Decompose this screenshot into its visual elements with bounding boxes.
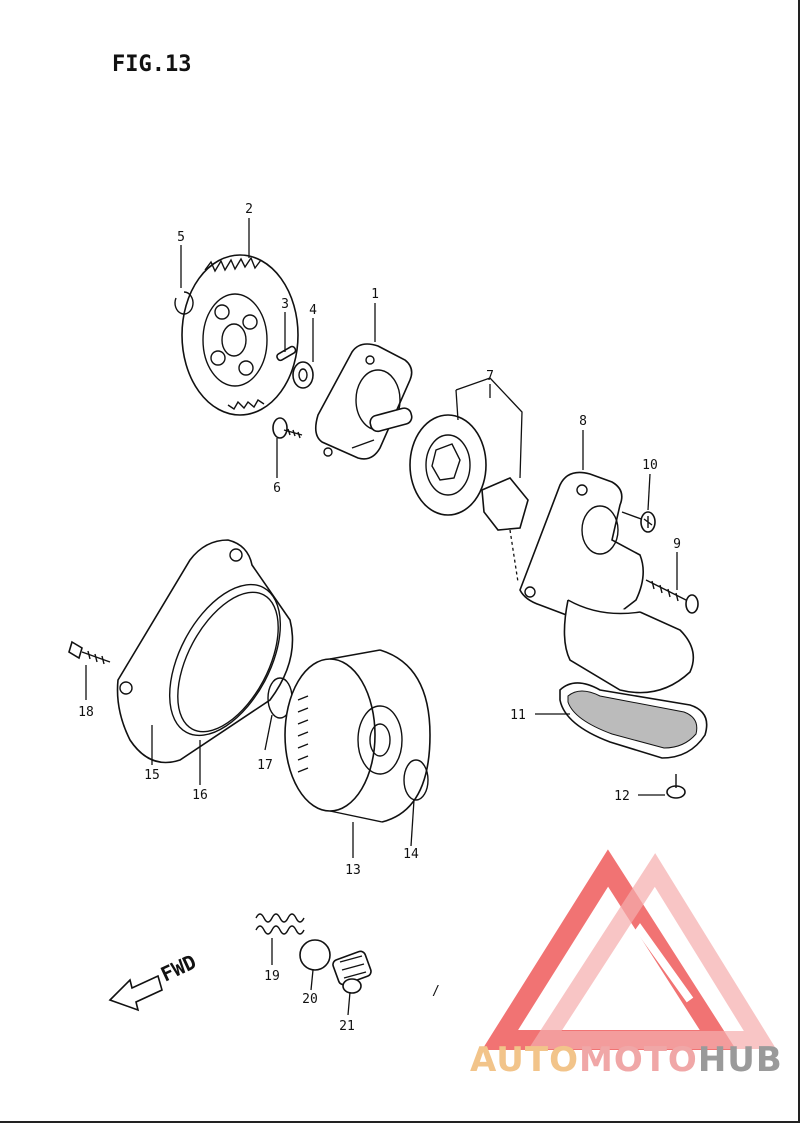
callout-10: 10 (642, 458, 658, 473)
part-21-plug (332, 950, 372, 994)
watermark-brand: AUTOMOTOHUB (470, 1040, 783, 1080)
callout-2: 2 (245, 202, 253, 217)
part-1-pump-cover (314, 343, 413, 460)
part-14-o-ring (403, 759, 429, 801)
watermark-logo (481, 849, 777, 1050)
watermark-auto: AUTO (470, 1040, 579, 1080)
part-8-pump-body (519, 471, 695, 694)
part-6-screw (272, 417, 303, 439)
callout-16: 16 (192, 788, 208, 803)
part-18-bolt (68, 640, 111, 665)
callout-18: 18 (78, 705, 94, 720)
part-19-spring (255, 913, 305, 935)
leader-lines (85, 218, 678, 1016)
part-10-screw (621, 511, 656, 533)
part-5-circlip (174, 291, 194, 315)
part-15-filter-cover (116, 539, 294, 764)
callout-13: 13 (345, 863, 361, 878)
callout-5: 5 (177, 230, 185, 245)
part-9-bolt (645, 579, 699, 614)
part-11-strainer (559, 682, 708, 759)
callout-11: 11 (510, 708, 526, 723)
part-16-o-ring (168, 583, 282, 737)
callout-9: 9 (673, 537, 681, 552)
figure-title: FIG.13 (112, 52, 192, 77)
callout-7: 7 (486, 369, 494, 384)
callout-21: 21 (339, 1019, 355, 1034)
callout-14: 14 (403, 847, 419, 862)
callout-20: 20 (302, 992, 318, 1007)
callout-12: 12 (614, 789, 630, 804)
part-20-ball (299, 939, 331, 971)
part-4-washer (292, 361, 314, 389)
callout-1: 1 (371, 287, 379, 302)
callout-6: 6 (273, 481, 281, 496)
stray-mark: / (432, 984, 440, 999)
part-13-oil-filter (284, 649, 431, 823)
watermark-moto: MOTO (578, 1040, 698, 1080)
part-12-screw (666, 774, 686, 799)
watermark-hub: HUB (697, 1040, 783, 1080)
forward-label: FWD (157, 950, 200, 987)
part-2-driven-gear (181, 254, 299, 416)
callout-4: 4 (309, 303, 317, 318)
callout-8: 8 (579, 414, 587, 429)
callout-3: 3 (281, 297, 289, 312)
part-7-pump-rotors (409, 377, 529, 583)
forward-arrow-icon (108, 974, 163, 1012)
callout-17: 17 (257, 758, 273, 773)
callout-19: 19 (264, 969, 280, 984)
callout-15: 15 (144, 768, 160, 783)
